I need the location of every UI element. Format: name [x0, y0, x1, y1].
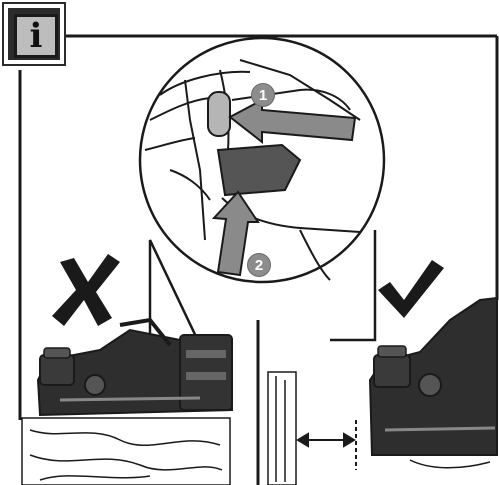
planer-tool-left: [38, 320, 232, 415]
right-check-icon: [378, 260, 444, 318]
wood-board-left: [22, 418, 230, 485]
step-1-badge: 1: [251, 83, 275, 107]
planer-tool-right: [370, 298, 497, 468]
step-2-badge: 2: [247, 253, 271, 277]
wall-board-right: [268, 372, 296, 485]
distance-marker: [298, 420, 356, 470]
wrong-cross-icon: [52, 254, 120, 326]
